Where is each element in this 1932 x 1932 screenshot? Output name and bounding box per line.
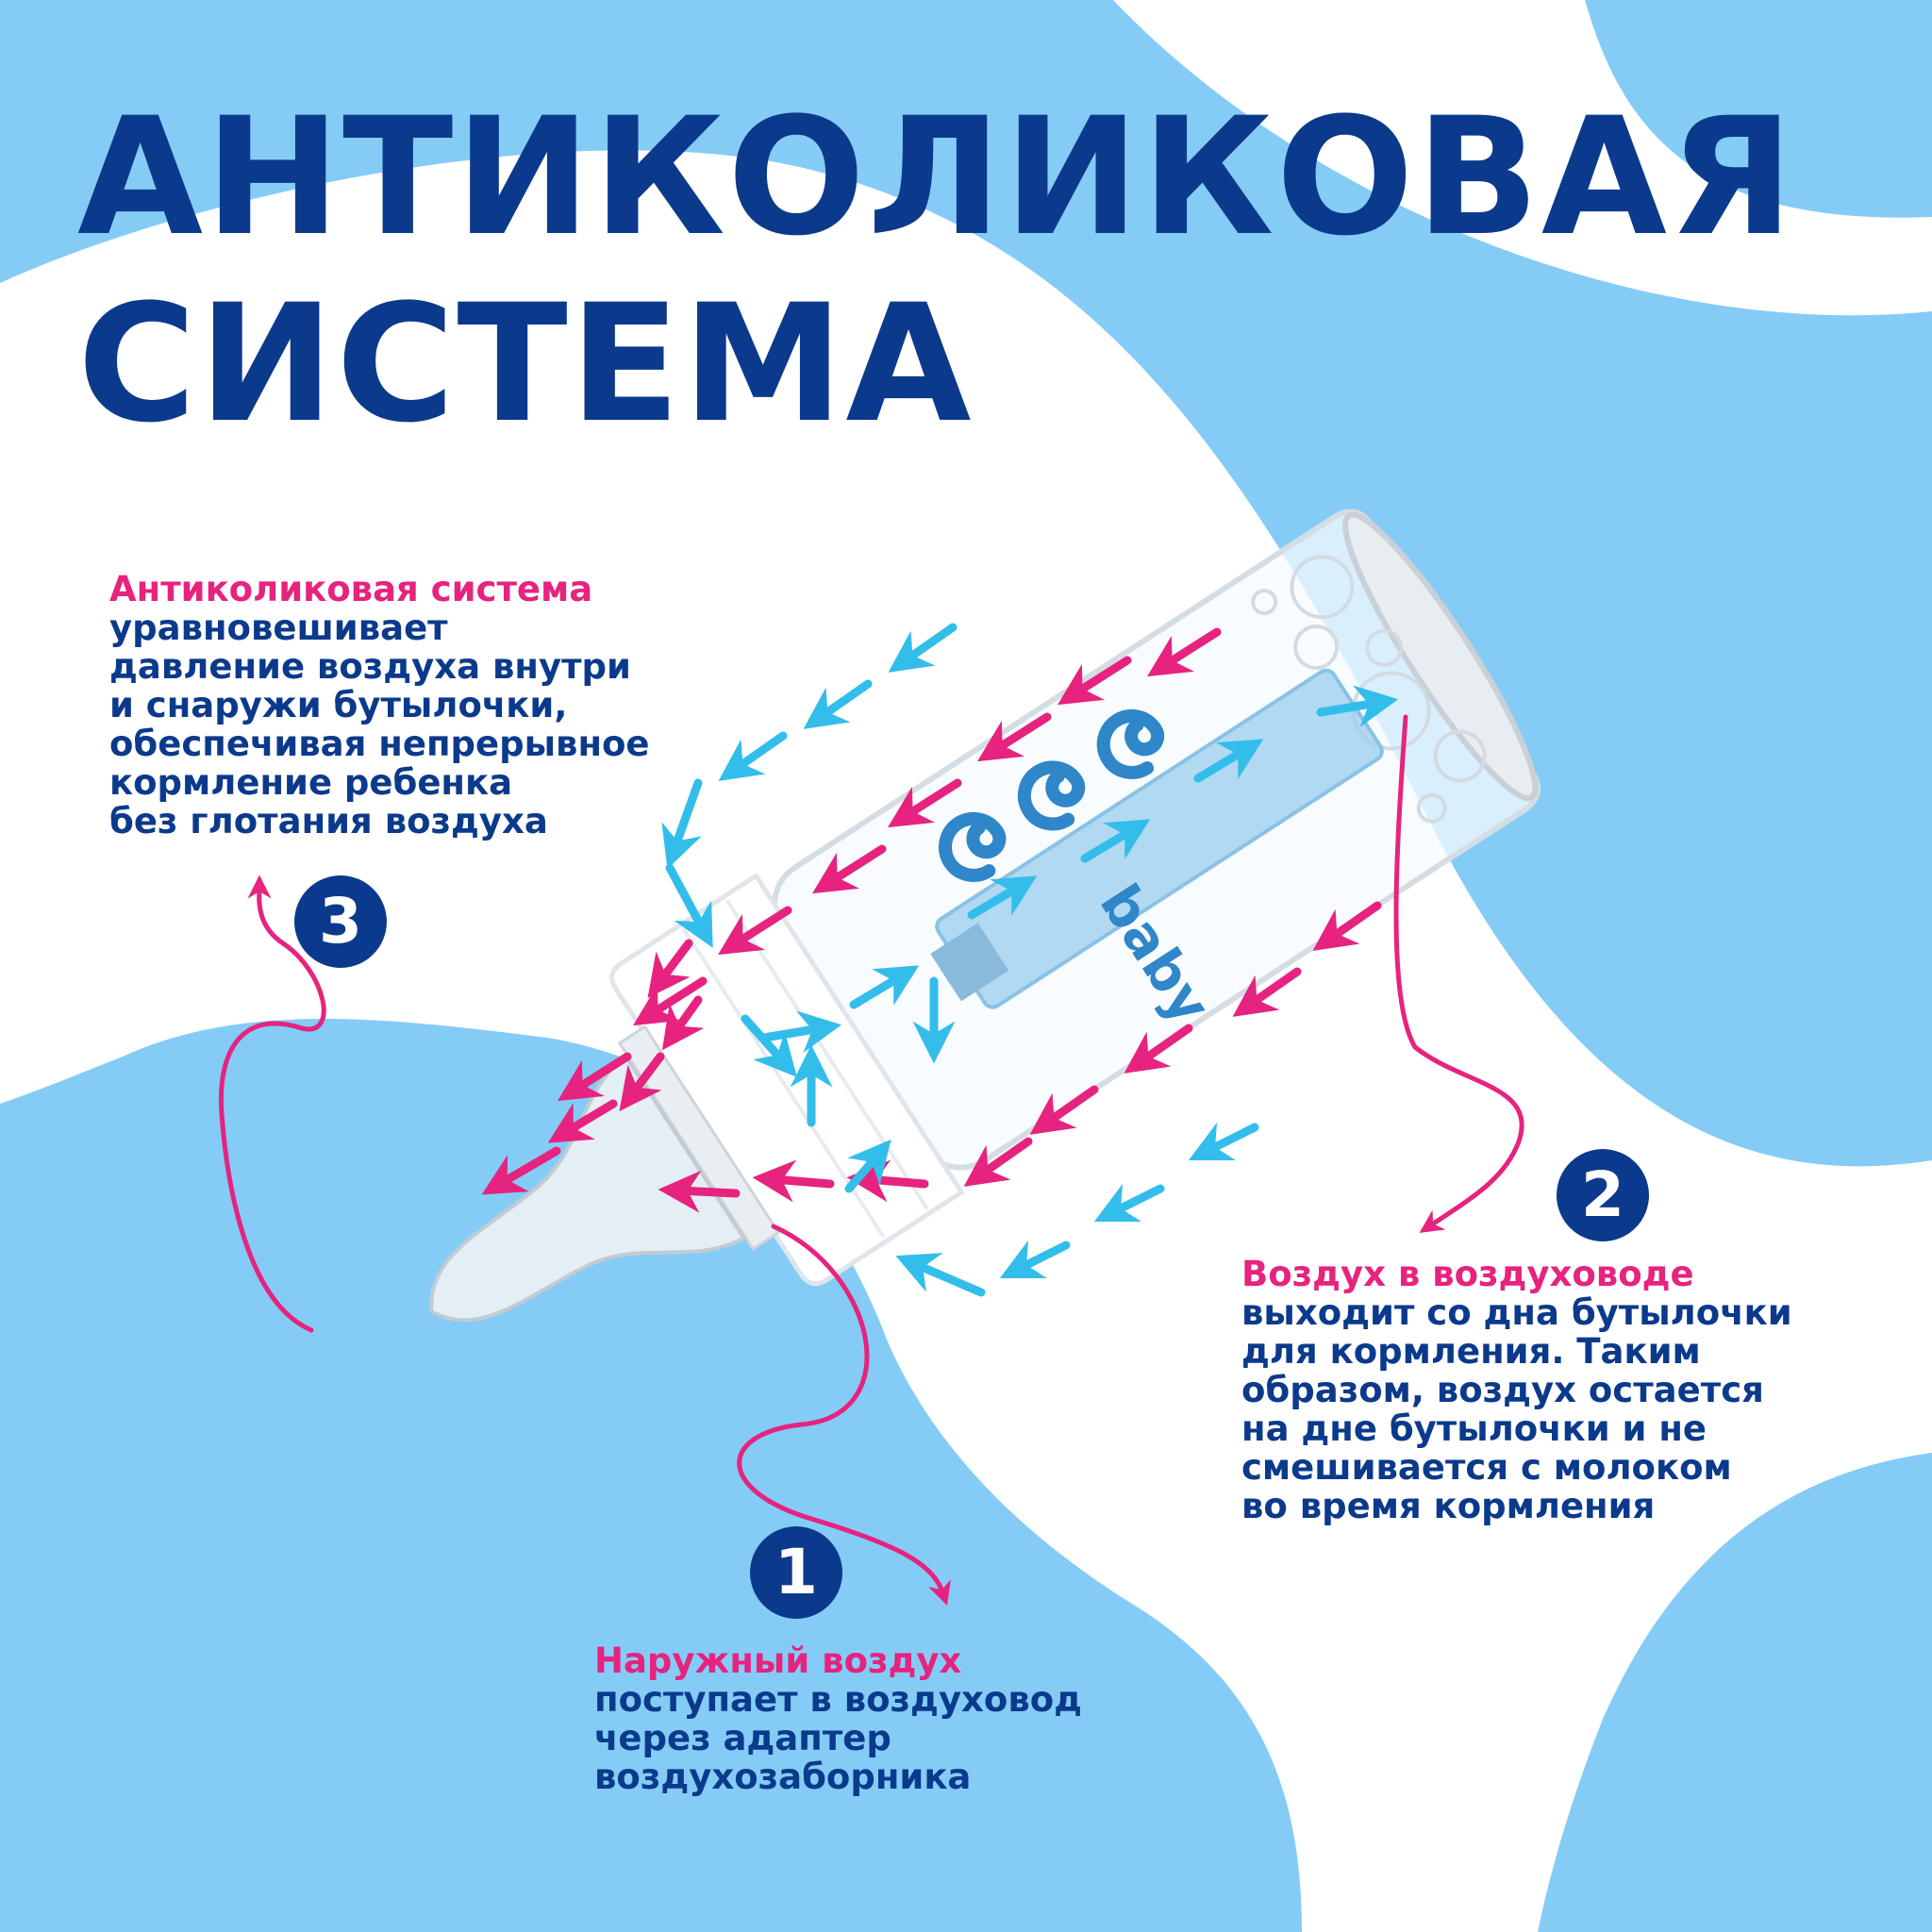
step-3-number-badge: 3 — [294, 875, 387, 968]
white-swoosh-top — [1113, 0, 1932, 316]
logo-swirls — [939, 709, 1165, 882]
step-2-line: во время кормления — [1241, 1486, 1656, 1526]
step-2-line: для кормления. Таким — [1241, 1331, 1701, 1372]
callout-lines — [218, 714, 1524, 1606]
bubbles — [1251, 555, 1487, 824]
callout-line-1 — [737, 1224, 951, 1606]
headline-line-2: СИСТЕМА — [77, 269, 974, 458]
step-3-description: Антиколиковая система уравновешивает дав… — [109, 570, 650, 841]
step-1-description: Наружный воздух поступает в воздуховод ч… — [594, 1641, 1082, 1796]
step-2-line: смешивается с молоком — [1241, 1447, 1732, 1488]
magenta-air-arrows — [481, 627, 1382, 1213]
step-2-description: Воздух в воздуховоде выходит со дна буты… — [1241, 1255, 1792, 1525]
step-3-line: кормление ребенка — [109, 762, 513, 803]
step-1-title: Наружный воздух — [594, 1641, 962, 1681]
step-3-line: давление воздуха внутри — [109, 646, 631, 687]
cyan-air-arrows — [661, 623, 1399, 1297]
callout-line-3 — [218, 874, 326, 1333]
step-3-line: уравновешивает — [109, 608, 448, 648]
step-1-number-badge: 1 — [750, 1526, 842, 1619]
step-3-line: и снаружи бутылочки, — [109, 685, 568, 725]
step-2-number-badge: 2 — [1557, 1149, 1649, 1241]
step-1-line: воздухозаборника — [594, 1757, 972, 1797]
step-3-line: обеспечивая непрерывное — [109, 724, 650, 764]
headline-line-1: АНТИКОЛИКОВАЯ — [77, 82, 1796, 272]
step-3-line: без глотания воздуха — [109, 801, 548, 841]
callout-line-2 — [1393, 714, 1524, 1233]
step-2-line: на дне бутылочки и не — [1241, 1408, 1707, 1449]
nipple — [429, 1053, 747, 1323]
step-1-line: через адаптер — [594, 1718, 891, 1758]
step-2-line: выходит со дна бутылочки — [1241, 1292, 1792, 1333]
step-2-title: Воздух в воздуховоде — [1241, 1254, 1694, 1294]
step-2-line: образом, воздух остается — [1241, 1370, 1764, 1410]
step-3-title: Антиколиковая система — [109, 569, 593, 609]
step-1-line: поступает в воздуховод — [594, 1679, 1083, 1720]
